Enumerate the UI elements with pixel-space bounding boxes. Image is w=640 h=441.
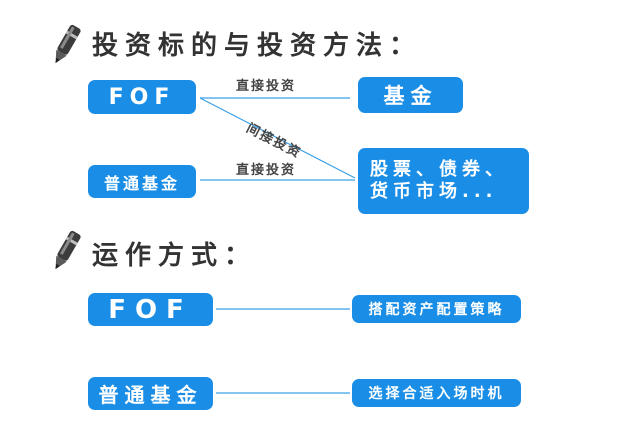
pen-icon [48,22,84,68]
timing-box: 选择合适入场时机 [352,379,521,407]
securities-box: 股票、债券、 货币市场... [358,148,529,214]
fof-box: FOF [88,293,213,326]
pen-icon [48,228,84,274]
securities-line-1: 股票、债券、 [370,158,508,180]
strategy-box: 搭配资产配置策略 [352,295,521,323]
fof-box: FOF [88,80,196,114]
line-fof-to-securities [199,97,356,179]
securities-line-2: 货币市场... [370,181,498,202]
section-title-investment: 投资标的与投资方法： [92,31,423,61]
label-direct-investment-top: 直接投资 [236,79,297,94]
fund-box: 基金 [358,77,463,113]
section-title-operation: 运作方式： [92,241,258,271]
label-direct-investment-bottom: 直接投资 [236,163,297,178]
mutual-fund-box: 普通基金 [88,165,196,198]
mutual-fund-box: 普通基金 [88,377,213,410]
